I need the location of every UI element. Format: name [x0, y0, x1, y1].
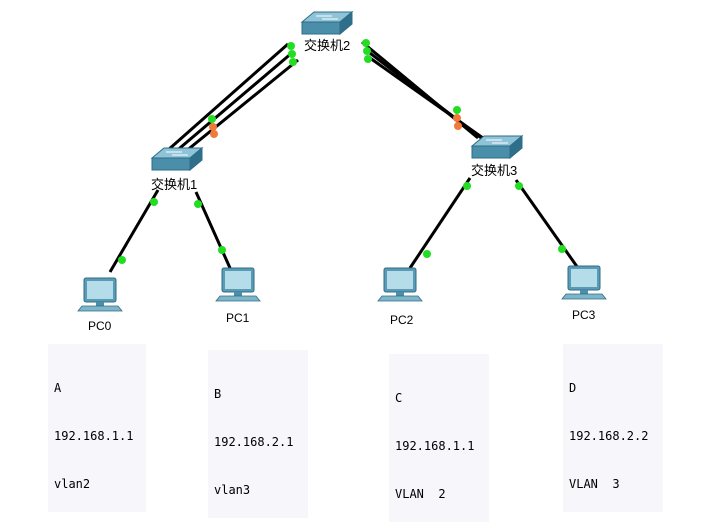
pc3-label: PC3: [572, 308, 596, 322]
port-dots-sw3-to-sw2: [453, 106, 462, 130]
network-topology-diagram: 交换机2 交换机1 交换机3 PC0 PC1 PC2 PC3: [77, 11, 607, 333]
switch-3-icon[interactable]: [471, 135, 523, 159]
note-pc1-title: B: [214, 387, 222, 401]
port-dot-sw1-pc1-pc: [218, 246, 226, 254]
link-sw3-pc3: [514, 179, 580, 269]
pc1-icon[interactable]: [215, 267, 261, 302]
link-sw1-pc0: [108, 189, 160, 273]
port-dot-sw1-pc0-pc: [118, 256, 126, 264]
switch-1-icon[interactable]: [151, 147, 203, 171]
note-pc0-title: A: [54, 381, 62, 395]
port-dot-sw3-pc3-pc: [558, 245, 566, 253]
port-dots-sw2-to-sw3: [362, 39, 372, 63]
note-pc2-title: C: [395, 391, 403, 405]
note-pc0-vlan: vlan2: [54, 477, 91, 491]
switch-3-label: 交换机3: [471, 163, 517, 178]
pc1-label: PC1: [226, 311, 250, 325]
port-dot-sw1-pc0-switch: [150, 198, 158, 206]
port-dot-sw1-pc1-switch: [194, 200, 202, 208]
note-pc2-ip: 192.168.1.1: [395, 439, 475, 453]
note-pc2: C 192.168.1.1 VLAN 2: [389, 354, 489, 522]
port-dot-sw3-pc2-switch: [463, 182, 471, 190]
pc2-label: PC2: [390, 313, 414, 327]
note-pc3-vlan: VLAN 3: [569, 477, 620, 491]
trunk-link-sw2-sw1: [167, 42, 299, 158]
pc0-label: PC0: [88, 319, 112, 333]
port-dots-sw1-to-sw2: [208, 115, 218, 138]
link-sw3-pc2: [408, 177, 472, 269]
pc2-icon[interactable]: [377, 267, 423, 302]
note-pc3-title: D: [569, 381, 577, 395]
note-pc1: B 192.168.2.1 vlan3: [208, 350, 308, 518]
switch-2-label: 交换机2: [304, 38, 350, 53]
note-pc1-ip: 192.168.2.1: [214, 435, 294, 449]
note-pc0-ip: 192.168.1.1: [54, 429, 134, 443]
switch-2-icon[interactable]: [301, 11, 353, 35]
port-dot-sw3-pc3-switch: [515, 182, 523, 190]
trunk-link-sw2-sw3: [361, 40, 491, 145]
pc0-icon[interactable]: [77, 277, 123, 312]
pc3-icon[interactable]: [561, 265, 607, 300]
note-pc1-vlan: vlan3: [214, 483, 251, 497]
note-pc2-vlan: VLAN 2: [395, 487, 446, 501]
note-pc0: A 192.168.1.1 vlan2: [48, 344, 146, 512]
port-dots-sw2-to-sw1: [287, 42, 297, 66]
switch-1-label: 交换机1: [151, 177, 197, 192]
note-pc3: D 192.168.2.2 VLAN 3: [563, 344, 663, 512]
port-dot-sw3-pc2-pc: [423, 250, 431, 258]
note-pc3-ip: 192.168.2.2: [569, 429, 649, 443]
